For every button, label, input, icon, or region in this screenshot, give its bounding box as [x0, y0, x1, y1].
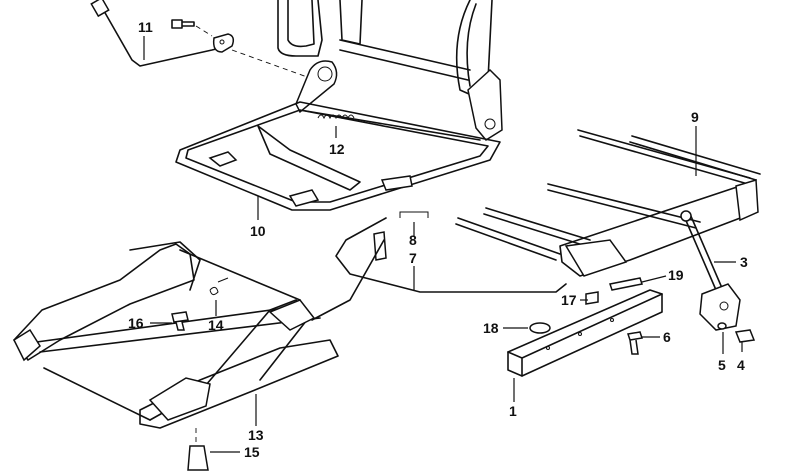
- callout-1: 1: [509, 403, 517, 419]
- callout-12: 12: [329, 141, 345, 157]
- callout-17: 17: [561, 292, 577, 308]
- part-3-link: [680, 210, 741, 331]
- callout-3: 3: [740, 254, 748, 270]
- part-9-right-rail-assembly: [455, 129, 761, 277]
- part-7-lever-rod: [311, 217, 567, 321]
- callout-19: 19: [668, 267, 684, 283]
- part-4-bolt: [734, 329, 756, 343]
- small-parts: [529, 277, 756, 355]
- callout-labels: 11 12 10 9 8 7 3 19 17 18 6 5 4 1 16 14 …: [128, 19, 748, 460]
- callout-4: 4: [737, 357, 745, 373]
- part-19-plate: [609, 277, 643, 291]
- part-12-spring: [317, 114, 355, 120]
- part-17-washer: [585, 291, 599, 305]
- callout-15: 15: [244, 444, 260, 460]
- part-15-cap: [187, 445, 209, 471]
- callout-9: 9: [691, 109, 699, 125]
- callout-7: 7: [409, 250, 417, 266]
- part-14-spring: [209, 277, 229, 296]
- part-5-washer: [717, 322, 727, 330]
- part-18-cap: [529, 322, 551, 334]
- callout-13: 13: [248, 427, 264, 443]
- callout-10: 10: [250, 223, 266, 239]
- seat-back-frame: [277, 0, 503, 141]
- part-13-left-adjuster: [13, 241, 339, 471]
- callout-5: 5: [718, 357, 726, 373]
- part-16-screw: [171, 311, 189, 331]
- callout-11: 11: [138, 19, 153, 35]
- part-1-slide-rail: [507, 289, 663, 377]
- part-11-cable: [90, 0, 311, 79]
- part-10-seat-frame: [175, 101, 501, 211]
- callout-6: 6: [663, 329, 671, 345]
- part-8-clip: [399, 211, 429, 218]
- callout-14: 14: [208, 317, 224, 333]
- callout-8: 8: [409, 232, 417, 248]
- part-6-bolt: [627, 331, 643, 355]
- callout-16: 16: [128, 315, 144, 331]
- callout-18: 18: [483, 320, 499, 336]
- leader-lines: [143, 36, 743, 453]
